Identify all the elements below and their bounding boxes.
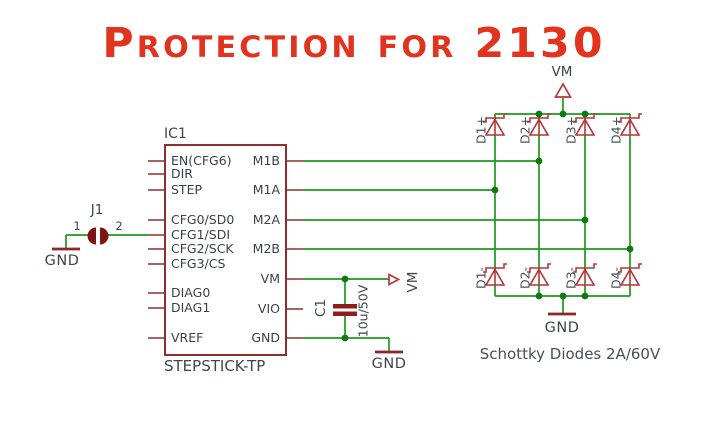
ic1-left-pin-stubs: [148, 160, 165, 339]
gnd-label-ic: GND: [371, 356, 407, 372]
vm-supply-icon: [554, 82, 572, 98]
page-title: Protection for 2130: [102, 19, 606, 67]
vm-arrow-label: VM: [405, 271, 421, 293]
ic-pin-vm: VM: [260, 271, 280, 286]
ic-pin-cfg2-sck: CFG2/SCK: [171, 241, 234, 256]
ic-pin-vio: VIO: [257, 301, 280, 316]
ic-pin-gnd: GND: [251, 330, 280, 345]
gnd-label-diodes: GND: [544, 320, 580, 336]
ic-pin-dir: DIR: [171, 166, 193, 181]
label-d4-minus: D4-: [608, 266, 624, 290]
ic1-right-pin-stubs: [286, 160, 303, 339]
ic-pin-cfg3-cs: CFG3/CS: [171, 256, 226, 271]
junction-dots: [341, 110, 634, 342]
connector-j1-icon: [87, 227, 109, 245]
diode-caption: Schottky Diodes 2A/60V: [479, 345, 661, 363]
ic-pin-m1b: M1B: [252, 153, 280, 168]
label-d1-minus: D1-: [473, 266, 489, 290]
label-d4-plus: D4+: [608, 115, 624, 145]
ic1-designator: IC1: [164, 126, 187, 142]
ic-pin-step: STEP: [171, 182, 203, 197]
j1-designator: J1: [90, 202, 104, 218]
j1-pin2-number: 2: [115, 219, 123, 233]
capacitor-c1-icon: [333, 304, 357, 316]
j1-pin1-number: 1: [73, 219, 81, 233]
ic-pin-cfg1-sdi: CFG1/SDI: [171, 227, 231, 242]
ic1-body: [164, 144, 287, 356]
ic1-part-name: STEPSTICK-TP: [164, 357, 266, 375]
ic-pin-vref: VREF: [171, 330, 204, 345]
label-d1-plus: D1+: [473, 115, 489, 145]
ic-pin-m2a: M2A: [252, 212, 280, 227]
label-d3-minus: D3-: [563, 266, 579, 290]
ic-pin-cfg0-sd0: CFG0/SD0: [171, 212, 235, 227]
label-d3-plus: D3+: [563, 115, 579, 145]
ic-pin-m2b: M2B: [252, 241, 280, 256]
ic-pin-m1a: M1A: [252, 182, 280, 197]
c1-value: 10u/50V: [355, 284, 371, 338]
label-d2-plus: D2+: [517, 115, 533, 145]
vm-rail-label: VM: [551, 64, 573, 80]
ic-pin-diag0: DIAG0: [171, 285, 211, 300]
vm-arrow-icon: [388, 273, 401, 286]
c1-designator: C1: [313, 298, 329, 318]
ic-pin-diag1: DIAG1: [171, 300, 211, 315]
ic-pin-en-cfg6: EN(CFG6): [171, 153, 232, 168]
gnd-label-j1: GND: [44, 253, 80, 269]
label-d2-minus: D2-: [517, 266, 533, 290]
